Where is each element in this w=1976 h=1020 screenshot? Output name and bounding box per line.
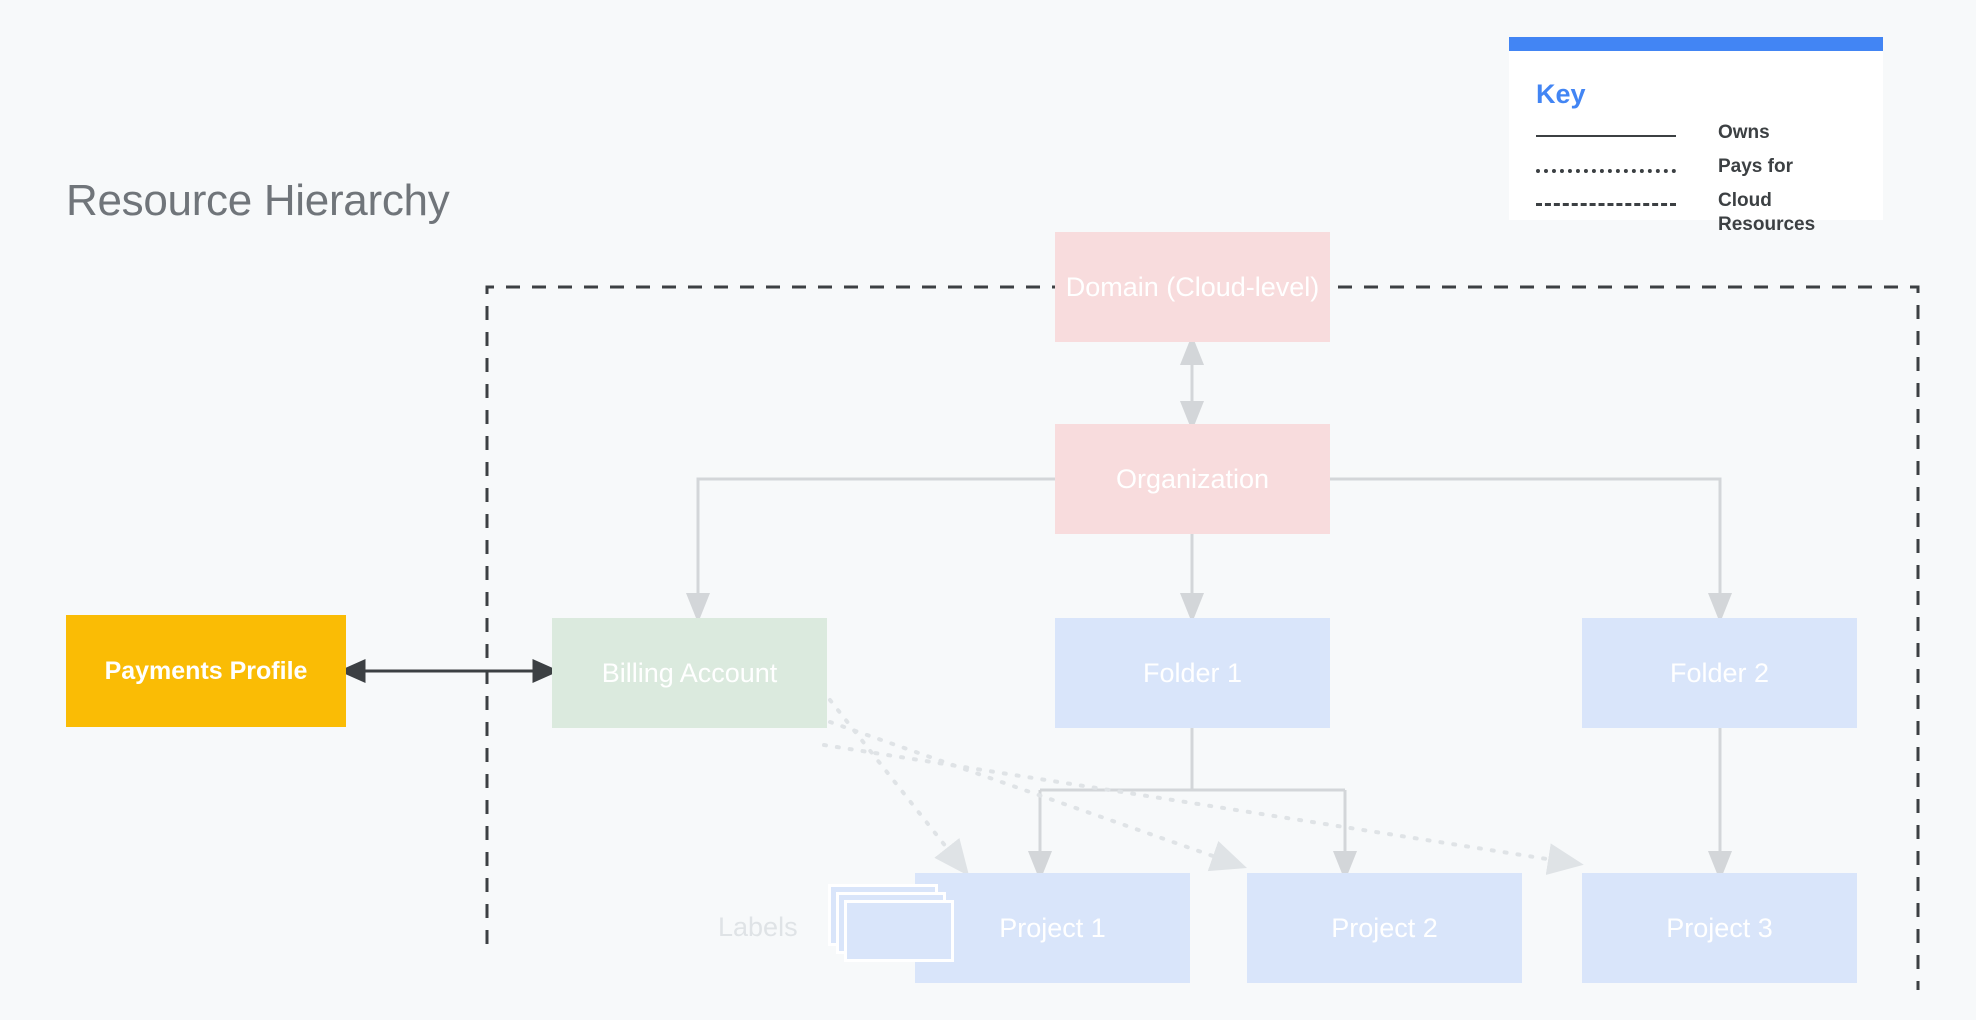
key-label-pays-for: Pays for — [1718, 156, 1793, 177]
node-organization[interactable]: Organization — [1055, 424, 1330, 534]
node-folder-1[interactable]: Folder 1 — [1055, 618, 1330, 728]
node-billing-account[interactable]: Billing Account — [552, 618, 827, 728]
edge-organization-billing — [686, 477, 1055, 623]
node-payments-profile[interactable]: Payments Profile — [66, 615, 346, 727]
key-panel: Key Owns Pays for Cloud Resources — [1509, 37, 1883, 235]
key-accent-bar — [1509, 37, 1883, 51]
page-title: Resource Hierarchy — [66, 176, 450, 225]
node-folder-2[interactable]: Folder 2 — [1582, 618, 1857, 728]
edge-organization-folder2 — [1330, 477, 1732, 623]
node-project-2[interactable]: Project 2 — [1247, 873, 1522, 983]
dotted-line-icon — [1536, 169, 1676, 173]
edge-billing-project1 — [828, 698, 970, 877]
edge-billing-project2 — [828, 720, 1247, 872]
node-project-1[interactable]: Project 1 — [915, 873, 1190, 983]
key-row-owns: Owns — [1536, 121, 1866, 155]
dashed-line-icon — [1536, 203, 1676, 206]
key-label-owns: Owns — [1718, 122, 1770, 143]
labels-stack-icon — [828, 884, 968, 974]
labels-caption: Labels — [718, 912, 798, 942]
edge-folder1-split — [1038, 728, 1347, 863]
key-label-cloud-resources: Cloud Resources — [1718, 190, 1816, 235]
label-card-front — [844, 900, 954, 962]
solid-line-icon — [1536, 135, 1676, 137]
node-domain[interactable]: Domain (Cloud-level) — [1055, 232, 1330, 342]
edge-billing-project3 — [822, 743, 1584, 876]
node-project-3[interactable]: Project 3 — [1582, 873, 1857, 983]
key-row-cloud-resources: Cloud Resources — [1536, 189, 1866, 235]
key-row-pays-for: Pays for — [1536, 155, 1866, 189]
key-title: Key — [1536, 79, 1586, 109]
